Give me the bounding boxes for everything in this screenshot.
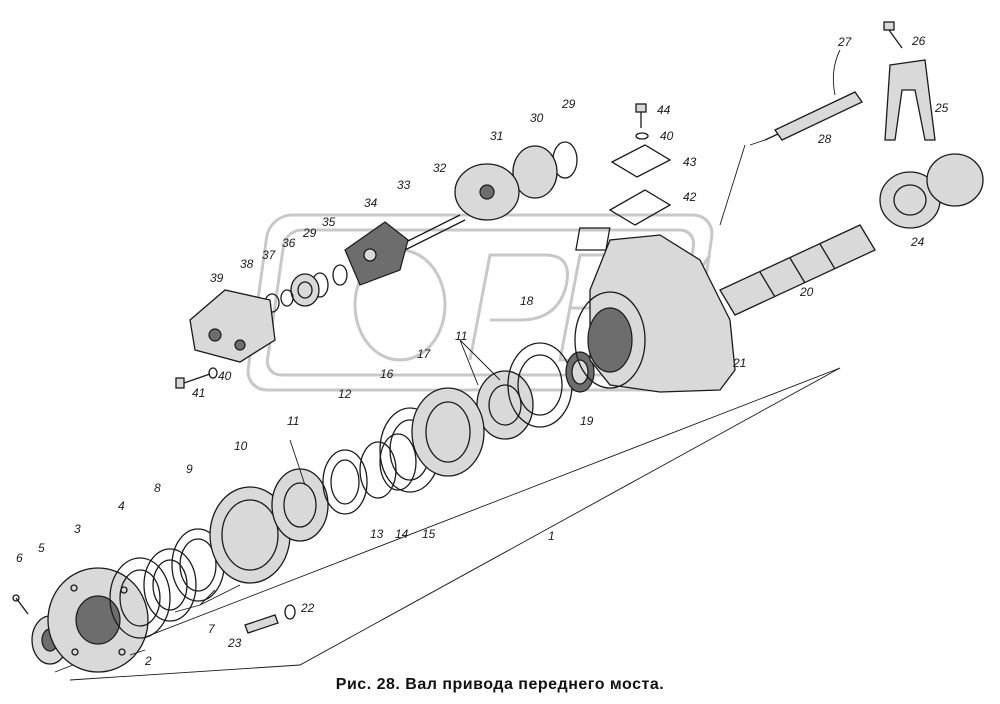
- callout-6: 6: [16, 551, 23, 565]
- part-21-housing: [574, 227, 736, 393]
- part-42-gasket: [608, 189, 672, 226]
- part-4-seal-ring: [109, 557, 171, 639]
- callout-33: 33: [397, 178, 411, 192]
- part-28-rod: [764, 91, 863, 141]
- callout-3: 3: [74, 522, 81, 536]
- callout-40-top: 40: [660, 129, 674, 143]
- callout-39: 39: [210, 271, 224, 285]
- callout-9: 9: [186, 462, 193, 476]
- callout-26: 26: [911, 34, 926, 48]
- callout-16: 16: [380, 367, 394, 381]
- callout-19: 19: [580, 414, 594, 428]
- callout-38: 38: [240, 257, 254, 271]
- part-18-gasket: [507, 342, 573, 428]
- callout-20: 20: [799, 285, 814, 299]
- part-3-flange: [47, 567, 149, 673]
- part-22-washer: [284, 604, 296, 620]
- part-36-bearing: [290, 273, 320, 307]
- callout-7: 7: [208, 622, 216, 636]
- callout-2: 2: [144, 654, 152, 668]
- figure-caption: Рис. 28. Вал привода переднего моста.: [335, 676, 665, 693]
- part-8-seal: [143, 548, 197, 622]
- callout-42: 42: [683, 190, 697, 204]
- part-14-ring: [379, 433, 417, 491]
- part-26-bolt: [883, 21, 903, 49]
- part-20-shaft: [719, 224, 876, 316]
- callout-27: 27: [837, 35, 853, 49]
- callout-36: 36: [282, 236, 296, 250]
- callout-11-rear: 11: [455, 329, 467, 343]
- callout-32: 32: [433, 161, 447, 175]
- part-41-bolt: [175, 373, 211, 389]
- callout-12: 12: [338, 387, 352, 401]
- part-6-cotter-pin: [12, 594, 29, 615]
- part-19-ring: [565, 351, 595, 393]
- callout-28: 28: [817, 132, 832, 146]
- part-40-washer-top: [635, 132, 649, 140]
- part-13-ring: [359, 441, 397, 499]
- part-31-housing: [454, 163, 520, 221]
- part-17-cover: [411, 387, 485, 477]
- callout-10: 10: [234, 439, 248, 453]
- part-25-fork: [884, 59, 936, 141]
- callout-13: 13: [370, 527, 384, 541]
- part-27-wire: [832, 49, 841, 96]
- assembly-outline-lines: [54, 139, 841, 681]
- part-24-gear: [879, 153, 984, 229]
- callout-41: 41: [192, 386, 205, 400]
- callout-4: 4: [118, 499, 125, 513]
- part-35-ring: [332, 264, 348, 286]
- callout-35: 35: [322, 215, 336, 229]
- part-23-bolt: [244, 614, 279, 634]
- part-30-cup: [512, 145, 558, 199]
- callout-43: 43: [683, 155, 697, 169]
- callout-29-lower: 29: [302, 226, 317, 240]
- callout-14: 14: [395, 527, 409, 541]
- callout-44: 44: [657, 103, 671, 117]
- part-11-bearing-rear: [476, 370, 534, 440]
- callout-25: 25: [934, 101, 949, 115]
- callout-30: 30: [530, 111, 544, 125]
- callout-labels: 1 2 3 4 5 6 7 8 9 10 11 11 12 13 14 15 1…: [16, 34, 949, 668]
- callout-40-lower: 40: [218, 369, 232, 383]
- part-37-ring: [280, 289, 294, 307]
- callout-23: 23: [227, 636, 242, 650]
- callout-15: 15: [422, 527, 436, 541]
- callout-18: 18: [520, 294, 534, 308]
- part-12-spacer: [322, 449, 368, 515]
- part-43-cover: [610, 144, 672, 178]
- callout-34: 34: [364, 196, 378, 210]
- callout-29-upper: 29: [561, 97, 576, 111]
- callout-31: 31: [490, 129, 503, 143]
- part-39-block: [189, 289, 276, 363]
- callout-21: 21: [732, 356, 746, 370]
- callout-1: 1: [548, 529, 555, 543]
- part-34-plate: [344, 221, 409, 286]
- callout-11-front: 11: [287, 414, 299, 428]
- callout-5: 5: [38, 541, 45, 555]
- part-44-bolt: [635, 103, 647, 128]
- callout-24: 24: [910, 235, 925, 249]
- part-40-washer-lower: [208, 367, 218, 379]
- callout-22: 22: [300, 601, 315, 615]
- callout-17: 17: [417, 347, 432, 361]
- callout-8: 8: [154, 481, 161, 495]
- part-32-spring: [399, 214, 466, 251]
- callout-37: 37: [262, 248, 277, 262]
- part-11-bearing-front: [271, 468, 329, 542]
- callout-leaders: [129, 339, 501, 656]
